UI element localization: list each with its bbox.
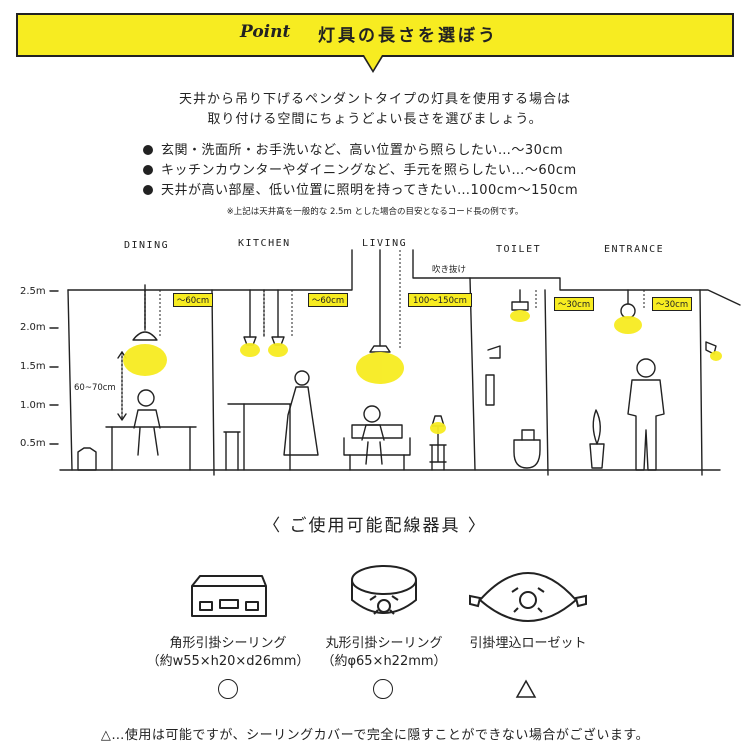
y-tick-0.5: 0.5m: [20, 438, 46, 449]
length-tag-dining: ～60cm: [173, 293, 213, 307]
square-ceiling-icon: [191, 575, 267, 617]
intro-line-2: 取り付ける空間にちょうどよい長さを選びましょう。: [207, 112, 543, 127]
partial-compat-triangle-icon: [515, 679, 537, 698]
intro-line-1: 天井から吊り下げるペンダントタイプの灯具を使用する場合は: [178, 92, 571, 107]
bullet-item: 天井が高い部屋、低い位置に照明を持ってきたい…100cm～150cm: [143, 179, 578, 198]
length-tag-toilet: ～30cm: [554, 297, 594, 311]
equipment-name: 角形引掛シーリング: [169, 636, 287, 651]
bullet-text: キッチンカウンターやダイニングなど、手元を照らしたい…～60cm: [161, 163, 577, 178]
equipment-heading: 〈 ご使用可能配線器具 〉: [263, 516, 487, 536]
length-tag-living: 100～150cm: [408, 293, 472, 307]
room-illustration: [49, 249, 741, 476]
equipment-name: 丸形引掛シーリング: [325, 636, 443, 651]
bullet-dot-icon: [143, 185, 153, 195]
compatible-mark-icon: [218, 679, 238, 699]
page-title: 灯具の長さを選ぼう: [318, 26, 498, 46]
room-label-dining: DINING: [124, 240, 170, 251]
y-tick-1.5: 1.5m: [20, 361, 46, 372]
room-label-entrance: ENTRANCE: [604, 244, 665, 255]
length-tag-kitchen: ～60cm: [308, 293, 348, 307]
fukinuke-label: 吹き抜け: [432, 265, 467, 275]
equipment-size: （約φ65×h22mm）: [321, 654, 447, 669]
bullet-item: 玄関・洗面所・お手洗いなど、高い位置から照らしたい…～30cm: [143, 139, 563, 158]
equipment-size: （約w55×h20×d26mm）: [146, 654, 310, 669]
dining-height-label: 60~70cm: [74, 383, 116, 393]
y-tick-2.0: 2.0m: [20, 322, 46, 333]
room-label-living: LIVING: [362, 238, 408, 249]
compatible-mark-icon: [373, 679, 393, 699]
bullet-text: 天井が高い部屋、低い位置に照明を持ってきたい…100cm～150cm: [161, 183, 579, 198]
point-label: Point: [240, 22, 291, 42]
y-tick-2.5: 2.5m: [20, 286, 46, 297]
bullet-dot-icon: [143, 145, 153, 155]
footnote: △…使用は可能ですが、シーリングカバーで完全に隠すことができない場合がございます…: [100, 728, 650, 743]
banner-pointer-fill: [364, 55, 382, 70]
note-text: ※上記は天井高を一般的な 2.5m とした場合の目安となるコード長の例です。: [226, 207, 524, 217]
rosette-icon: [469, 572, 587, 622]
bullet-text: 玄関・洗面所・お手洗いなど、高い位置から照らしたい…～30cm: [161, 143, 564, 158]
round-ceiling-icon: [351, 565, 417, 615]
room-label-kitchen: KITCHEN: [238, 238, 291, 249]
bullet-dot-icon: [143, 165, 153, 175]
bullet-item: キッチンカウンターやダイニングなど、手元を照らしたい…～60cm: [143, 159, 577, 178]
length-tag-entrance: ～30cm: [652, 297, 692, 311]
y-tick-1.0: 1.0m: [20, 400, 46, 411]
room-label-toilet: TOILET: [496, 244, 542, 255]
equipment-name: 引掛埋込ローゼット: [469, 636, 587, 651]
